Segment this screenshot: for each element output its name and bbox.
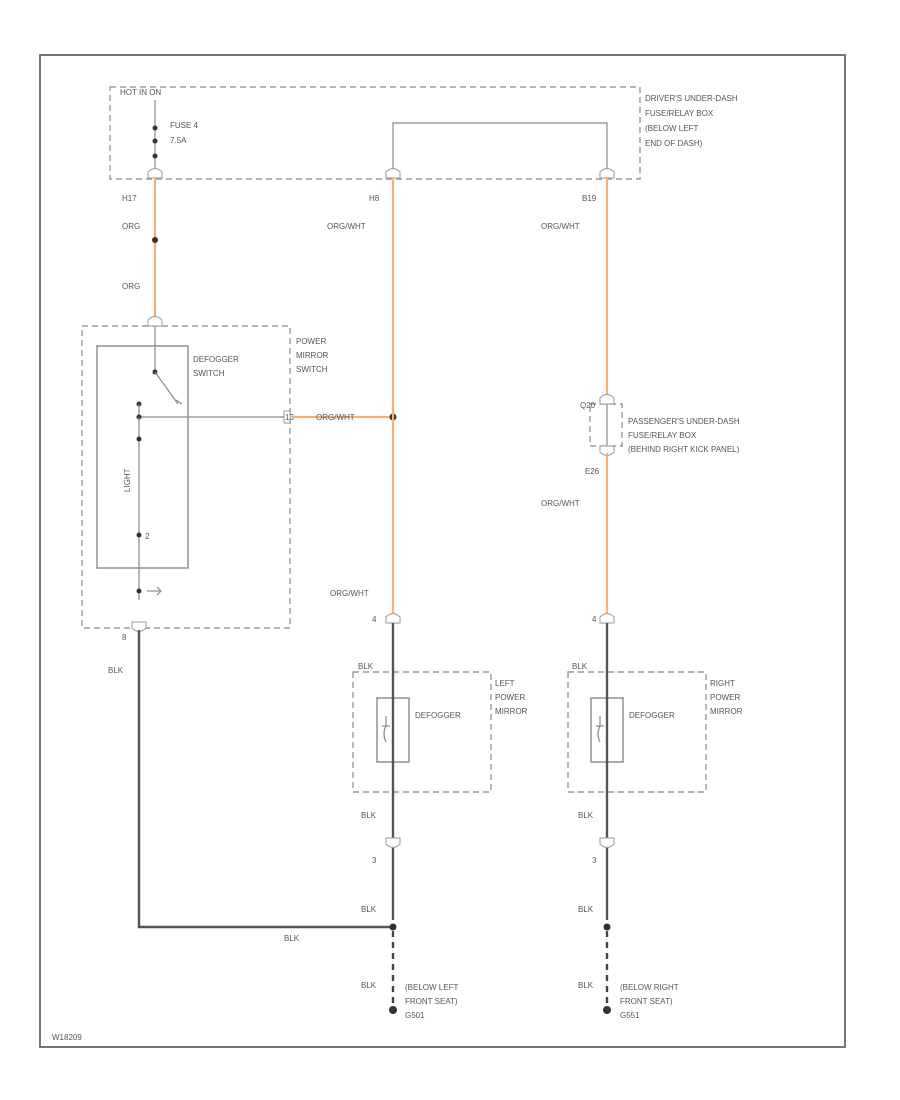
left-lower-color: ORG/WHT	[330, 589, 369, 598]
svg-text:FUSE 4: FUSE 4	[170, 121, 199, 130]
light-element-label: LIGHT	[123, 468, 132, 492]
svg-text:Q20: Q20	[580, 401, 596, 410]
left-mirror-title: LEFT POWER MIRROR	[495, 673, 530, 716]
c1-pin-label: H17	[122, 194, 137, 203]
power-mirror-switch: POWER MIRROR SWITCH DEFOGGER SWITCH LIGH…	[81, 316, 333, 632]
switch-pin-label: 2	[145, 532, 150, 541]
svg-text:BLK: BLK	[572, 662, 588, 671]
svg-text:7.5A: 7.5A	[170, 136, 187, 145]
svg-text:E26: E26	[585, 467, 600, 476]
c1-color-b: ORG	[122, 282, 140, 291]
left-out-pin: 3	[372, 856, 377, 865]
right-mirror-title: RIGHT POWER MIRROR	[710, 673, 745, 716]
right-lower-color: ORG/WHT	[541, 499, 580, 508]
diagram-code: W18209	[52, 1033, 82, 1042]
svg-text:DEFOGGER: DEFOGGER	[415, 711, 461, 720]
switch-gnd-pin: 8	[122, 633, 127, 642]
right-power-mirror: 4 BLK RIGHT POWER MIRROR DEFOGGER	[567, 615, 745, 793]
diagram-frame	[39, 54, 846, 1048]
svg-text:BLK: BLK	[358, 662, 374, 671]
drivers-box-title: DRIVER'S UNDER-DASH FUSE/RELAY BOX (BELO…	[645, 88, 742, 148]
c3-color-label: ORG/WHT	[541, 222, 580, 231]
svg-text:4: 4	[592, 615, 597, 624]
right-ground-label: (BELOW RIGHT FRONT SEAT) G551	[620, 977, 683, 1020]
left-gnd-color: BLK	[361, 981, 377, 990]
c2-color-label: ORG/WHT	[327, 222, 366, 231]
switch-out-color: ORG/WHT	[316, 413, 355, 422]
right-gnd-color: BLK	[578, 981, 594, 990]
switch-gnd-color: BLK	[108, 666, 124, 675]
left-lower-color-label: BLK	[361, 905, 377, 914]
defogger-switch-label: DEFOGGER SWITCH	[193, 349, 243, 378]
c3-pin-label: B19	[582, 194, 597, 203]
svg-text:4: 4	[372, 615, 377, 624]
c2-pin-label: H8	[369, 194, 380, 203]
svg-text:DEFOGGER: DEFOGGER	[629, 711, 675, 720]
c1-color-a: ORG	[122, 222, 140, 231]
left-ground-label: (BELOW LEFT FRONT SEAT) G501	[405, 977, 463, 1020]
switch-out-pin: 13	[285, 413, 294, 422]
right-out-pin: 3	[592, 856, 597, 865]
drivers-fuse-box: HOT IN ON FUSE 4 7.5A DRIVER'S UNDER-DAS…	[109, 86, 742, 180]
right-lower-color-label: BLK	[578, 905, 594, 914]
passenger-fuse-box: Q20 E26 PASSENGER'S UNDER-DASH FUSE/RELA…	[580, 394, 744, 476]
right-out-color: BLK	[578, 811, 594, 820]
svg-text:HOT IN ON: HOT IN ON	[120, 88, 161, 97]
passenger-box-title: PASSENGER'S UNDER-DASH FUSE/RELAY BOX (B…	[628, 411, 744, 454]
left-power-mirror: 4 BLK LEFT POWER MIRROR DEFOGGER	[352, 615, 530, 793]
left-out-color: BLK	[361, 811, 377, 820]
switch-title: POWER MIRROR SWITCH	[296, 331, 333, 374]
ground-bus-color: BLK	[284, 934, 300, 943]
